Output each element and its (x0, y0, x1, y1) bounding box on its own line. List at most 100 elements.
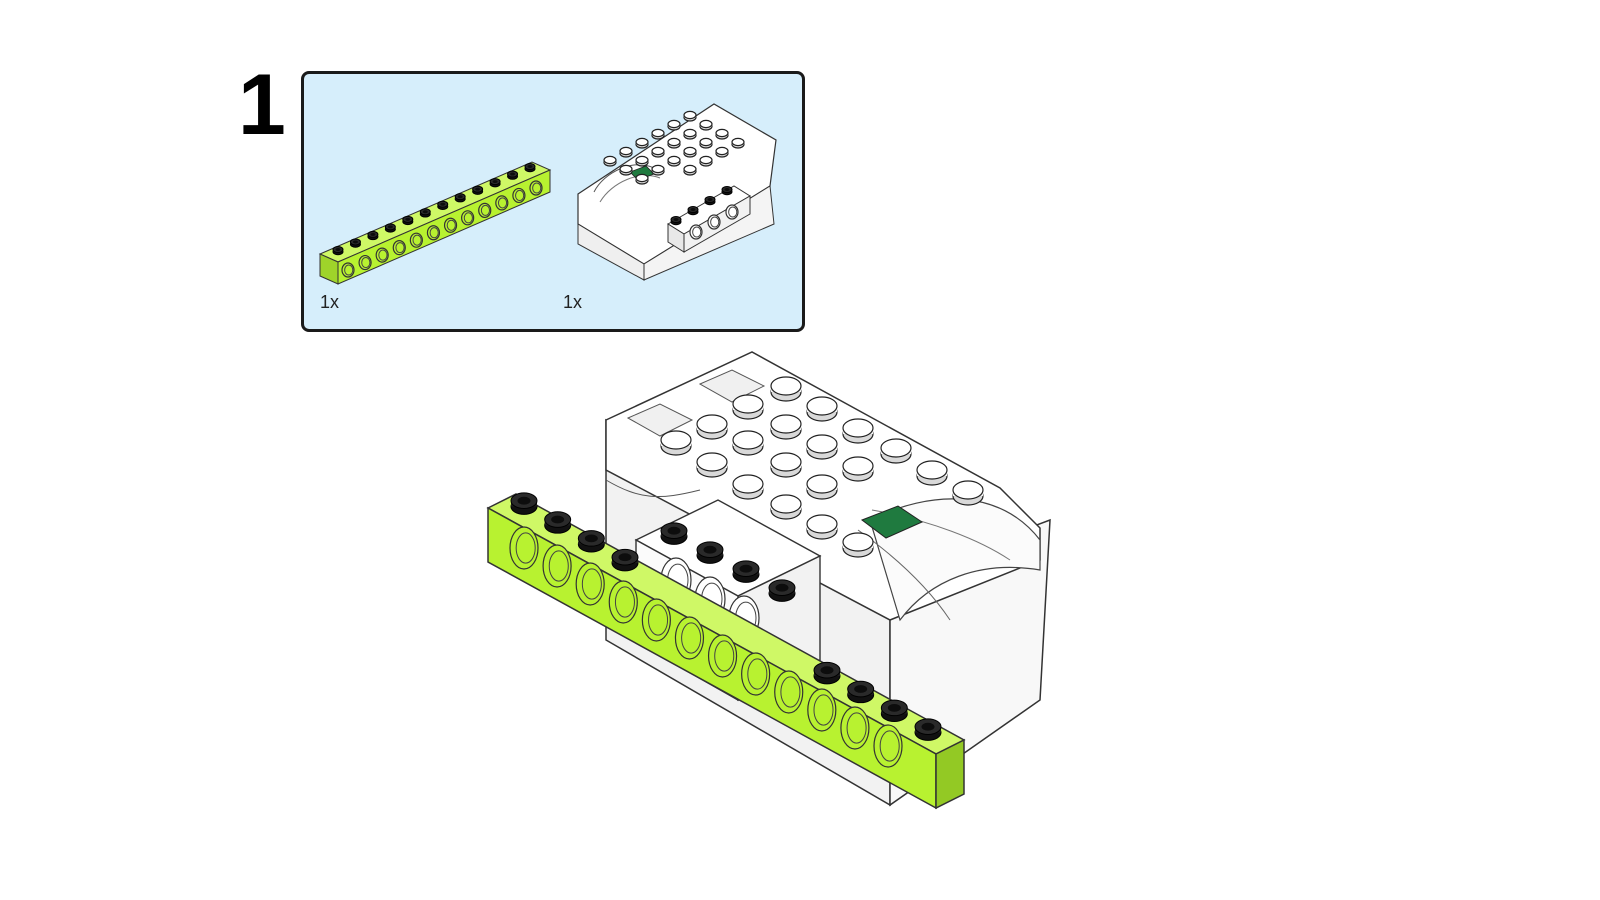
beam-hole (509, 526, 539, 570)
beam-hole (512, 187, 526, 204)
stud (510, 492, 538, 515)
stud (699, 119, 713, 131)
beam-hole (689, 224, 703, 240)
stud (667, 155, 681, 167)
stud (683, 128, 697, 140)
stud (472, 185, 484, 195)
quantity-label-hub: 1x (563, 292, 583, 312)
step-number: 1 (238, 57, 286, 153)
smarthub-brick-assembled (605, 351, 1051, 807)
beam-hole (774, 670, 804, 714)
stud (544, 511, 572, 534)
stud (696, 541, 724, 564)
beam-hole (495, 195, 509, 211)
smarthub-brick-part (577, 103, 777, 281)
stud (524, 163, 536, 173)
stud (651, 128, 665, 140)
stud (699, 155, 713, 167)
stud (880, 438, 912, 464)
stud (660, 430, 692, 456)
stud (507, 170, 519, 180)
beam-hole (529, 180, 543, 196)
lime-technic-beam-assembled (486, 492, 966, 810)
beam-hole (426, 225, 441, 241)
stud (732, 560, 760, 583)
stud (619, 164, 633, 176)
stud (611, 548, 639, 572)
stud (806, 434, 838, 460)
stud (842, 532, 874, 558)
beam-hole (358, 254, 372, 271)
lime-technic-beam-part (318, 161, 552, 285)
stud (402, 215, 414, 226)
stud (683, 110, 697, 122)
parts-list-illustration (318, 103, 777, 285)
stud (667, 137, 681, 149)
stud (916, 460, 948, 486)
stud (670, 216, 682, 226)
stud (721, 186, 733, 196)
beam-hole (741, 652, 771, 696)
stud (770, 494, 802, 520)
stud (732, 430, 764, 456)
beam-hole (542, 544, 572, 588)
stud (651, 164, 665, 176)
beam-hole (707, 634, 738, 678)
beam-hole (725, 204, 739, 220)
stud (660, 522, 688, 545)
stud (842, 418, 874, 444)
stud (699, 137, 713, 149)
beam-hole (674, 616, 705, 660)
stud (847, 680, 875, 704)
beam-hole (375, 247, 389, 263)
stud (696, 414, 728, 440)
stud (603, 155, 617, 167)
stud (770, 452, 802, 478)
stud (806, 474, 838, 500)
stud (667, 119, 681, 131)
stud (704, 196, 716, 206)
stud (683, 146, 697, 158)
stud (577, 530, 605, 553)
beam-hole (707, 214, 721, 230)
beam-hole (608, 580, 638, 624)
stud (683, 164, 697, 176)
parts-list-panel: 1x 1x (301, 71, 805, 332)
stud (367, 230, 379, 241)
beam-hole (409, 232, 423, 248)
stud (732, 394, 764, 420)
stud (651, 146, 665, 158)
beam-hole (641, 598, 671, 642)
stud (687, 206, 699, 216)
stud (806, 514, 838, 540)
beam-hole (392, 240, 406, 256)
beam-hole (840, 706, 870, 750)
stud (696, 452, 728, 478)
beam-hole (807, 688, 837, 732)
beam-hole (461, 210, 475, 226)
beam-hole (873, 724, 903, 768)
stud (806, 396, 838, 422)
stud (715, 128, 729, 140)
stud (952, 480, 984, 506)
stud (437, 200, 449, 210)
beam-hole (341, 262, 355, 278)
stud (419, 208, 431, 218)
stud (731, 137, 745, 149)
stud (914, 718, 942, 741)
stud (349, 238, 361, 248)
stud (635, 173, 649, 185)
stud (332, 246, 344, 256)
stud (619, 146, 633, 158)
stud (489, 178, 501, 188)
beam-hole (575, 562, 605, 606)
stud (813, 661, 841, 685)
stud (635, 137, 649, 149)
stud (770, 414, 802, 440)
stud (768, 579, 796, 602)
beam-hole (478, 202, 492, 218)
stud (715, 146, 729, 158)
quantity-label-beam: 1x (320, 292, 340, 312)
stud (384, 223, 396, 233)
